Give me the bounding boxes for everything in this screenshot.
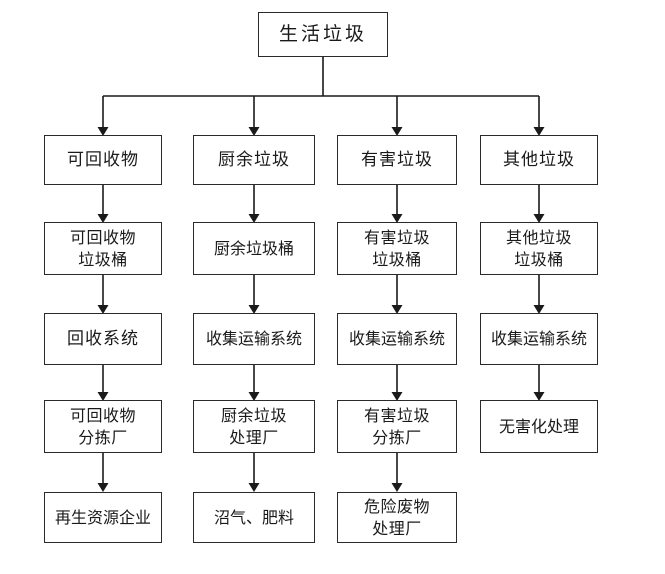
node-hazardous-bin[interactable]: 有害垃圾 垃圾桶 xyxy=(337,222,457,275)
node-other-bin[interactable]: 其他垃圾 垃圾桶 xyxy=(480,222,598,275)
node-recyclable-sorting-plant[interactable]: 可回收物 分拣厂 xyxy=(44,400,162,453)
node-recyclable-category[interactable]: 可回收物 xyxy=(44,135,162,185)
node-other-harmless-treatment[interactable]: 无害化处理 xyxy=(480,400,598,453)
node-recyclable-resource-enterprise[interactable]: 再生资源企业 xyxy=(44,492,162,543)
arrowhead-c3-r5 xyxy=(391,483,403,492)
node-hazardous-collect-transport-system[interactable]: 收集运输系统 xyxy=(337,313,457,365)
node-recyclable-bin[interactable]: 可回收物 垃圾桶 xyxy=(44,222,162,275)
node-recyclable-system[interactable]: 回收系统 xyxy=(44,313,162,365)
node-other-collect-transport-system[interactable]: 收集运输系统 xyxy=(480,313,598,365)
node-kitchen-bin[interactable]: 厨余垃圾桶 xyxy=(193,222,315,275)
node-other-category[interactable]: 其他垃圾 xyxy=(480,135,598,185)
node-kitchen-collect-transport-system[interactable]: 收集运输系统 xyxy=(193,313,315,365)
arrowhead-c1-r5 xyxy=(97,483,109,492)
node-hazardous-waste-treatment-plant[interactable]: 危险废物 处理厂 xyxy=(337,492,457,543)
node-hazardous-sorting-plant[interactable]: 有害垃圾 分拣厂 xyxy=(337,400,457,453)
node-kitchen-treatment-plant[interactable]: 厨余垃圾 处理厂 xyxy=(193,400,315,453)
node-kitchen-biogas-fertilizer[interactable]: 沼气、肥料 xyxy=(193,492,315,543)
node-kitchen-category[interactable]: 厨余垃圾 xyxy=(193,135,315,185)
arrowhead-c2-r5 xyxy=(248,483,260,492)
node-root[interactable]: 生活垃圾 xyxy=(258,12,388,57)
node-hazardous-category[interactable]: 有害垃圾 xyxy=(337,135,457,185)
